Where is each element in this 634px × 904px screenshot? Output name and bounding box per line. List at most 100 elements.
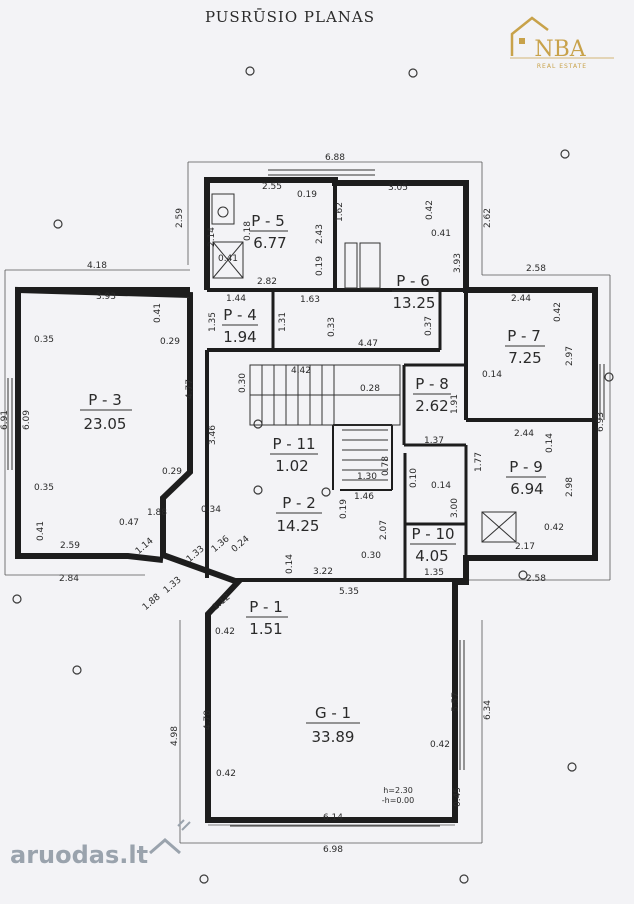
room-area: 14.25 bbox=[277, 517, 320, 535]
dim-label: 0.34 bbox=[201, 505, 221, 515]
dim-label: 2.97 bbox=[565, 346, 575, 366]
room-id: P - 4 bbox=[223, 306, 257, 324]
room-id: G - 1 bbox=[315, 704, 351, 722]
dim-label: 1.88 bbox=[141, 592, 163, 613]
dim-label: 0.41 bbox=[36, 521, 46, 541]
signal-icon bbox=[177, 819, 191, 831]
house-icon bbox=[149, 838, 181, 855]
dim-label: 0.42 bbox=[215, 627, 235, 637]
room-id: P - 7 bbox=[507, 327, 541, 345]
dim-label: 0.42 bbox=[544, 523, 564, 533]
dim-label: 0.28 bbox=[360, 384, 380, 394]
dim-label: 0.19 bbox=[297, 190, 317, 200]
dim-label: 6.14 bbox=[323, 813, 343, 823]
room-id: P - 8 bbox=[415, 375, 449, 393]
dim-label: 0.41 bbox=[218, 254, 238, 264]
dim-label: 3.46 bbox=[208, 425, 218, 445]
dim-label: 0.42 bbox=[430, 740, 450, 750]
dim-label: 0.29 bbox=[162, 467, 182, 477]
dim-label: 2.43 bbox=[315, 224, 325, 244]
dim-label: 1.91 bbox=[450, 394, 460, 414]
dim-label: 0.41 bbox=[431, 229, 451, 239]
dim-label: 1.77 bbox=[474, 452, 484, 472]
dim-label: 3.00 bbox=[450, 498, 460, 518]
interior-walls bbox=[205, 180, 595, 582]
dim-label: 2.59 bbox=[175, 208, 185, 228]
room-id: P - 2 bbox=[282, 494, 316, 512]
dim-label: 2.44 bbox=[514, 429, 534, 439]
dim-label: 0.24 bbox=[230, 534, 252, 555]
dim-label: 1.14 bbox=[134, 536, 156, 557]
dim-label: 0.30 bbox=[238, 373, 248, 393]
room-area: 4.05 bbox=[415, 547, 448, 565]
room-area: 7.25 bbox=[508, 349, 541, 367]
dim-label: 4.47 bbox=[358, 339, 378, 349]
dim-label: 6.93 bbox=[596, 412, 606, 432]
survey-markers bbox=[12, 66, 614, 884]
dim-label: 0.33 bbox=[327, 317, 337, 337]
windows bbox=[7, 169, 605, 827]
dim-label: 3.22 bbox=[313, 567, 333, 577]
exterior-walls bbox=[15, 177, 598, 823]
dim-label: 1.88 bbox=[147, 508, 167, 518]
dim-label: 0.14 bbox=[482, 370, 502, 380]
dim-label: 2.44 bbox=[511, 294, 531, 304]
room-area: 6.94 bbox=[510, 480, 543, 498]
dim-label: 1.46 bbox=[354, 492, 374, 502]
dim-label: 2.98 bbox=[565, 477, 575, 497]
dim-label: 4.78 bbox=[203, 710, 213, 730]
dim-label: 0.42 bbox=[553, 302, 563, 322]
room-area: 13.25 bbox=[393, 294, 436, 312]
dim-label: 2.07 bbox=[379, 520, 389, 540]
room-id: P - 1 bbox=[249, 598, 283, 616]
dim-label: 1.31 bbox=[278, 312, 288, 332]
nba-logo: NBA REAL ESTATE bbox=[510, 16, 614, 70]
dim-label: 6.09 bbox=[22, 410, 32, 430]
dim-label: 0.29 bbox=[160, 337, 180, 347]
dim-label: 2.82 bbox=[257, 277, 277, 287]
plan-title: PUSRŪSIO PLANAS bbox=[205, 8, 375, 26]
dim-label: 2.55 bbox=[262, 182, 282, 192]
room-id: P - 5 bbox=[251, 212, 285, 230]
dim-label: 4.18 bbox=[87, 261, 107, 271]
aruodas-watermark: aruodas.lt bbox=[10, 819, 191, 869]
room-id: P - 9 bbox=[509, 458, 543, 476]
dim-label: 0.41 bbox=[153, 303, 163, 323]
room-id: P - 11 bbox=[272, 435, 315, 453]
logo-subtitle: REAL ESTATE bbox=[537, 63, 587, 70]
dim-label: 0.30 bbox=[361, 551, 381, 561]
dim-label: 6.98 bbox=[323, 845, 343, 855]
dim-label: 1.44 bbox=[226, 294, 246, 304]
house-roof-icon bbox=[510, 16, 549, 56]
room-area: 23.05 bbox=[84, 415, 127, 433]
room-area: 2.62 bbox=[415, 397, 448, 415]
dim-label: 5.35 bbox=[339, 587, 359, 597]
dim-label: 0.47 bbox=[119, 518, 139, 528]
dim-label: 2.84 bbox=[59, 574, 79, 584]
dim-label: 1.37 bbox=[424, 436, 444, 446]
dim-label: 3.93 bbox=[96, 292, 116, 302]
dim-label: 4.77 bbox=[185, 379, 195, 399]
dim-label: 3.05 bbox=[388, 183, 408, 193]
room-id: P - 6 bbox=[396, 272, 430, 290]
dim-label: 1.35 bbox=[208, 312, 218, 332]
height-note-zero: -h=0.00 bbox=[382, 796, 414, 805]
dim-label: 4.42 bbox=[291, 366, 311, 376]
dim-label: 6.34 bbox=[483, 700, 493, 720]
room-id: P - 10 bbox=[411, 525, 454, 543]
dim-label: 1.63 bbox=[300, 295, 320, 305]
dim-label: 0.45 bbox=[453, 787, 463, 807]
dim-label: 0.10 bbox=[409, 468, 419, 488]
dim-label: 3.93 bbox=[453, 253, 463, 273]
dimension-lines bbox=[4, 161, 611, 844]
dim-label: 0.42 bbox=[425, 200, 435, 220]
room-area: 33.89 bbox=[312, 728, 355, 746]
room-area: 6.77 bbox=[253, 234, 286, 252]
dim-label: 0.19 bbox=[339, 499, 349, 519]
dim-label: 0.14 bbox=[545, 433, 555, 453]
dim-label: 6.88 bbox=[325, 153, 345, 163]
dim-label: 2.17 bbox=[515, 542, 535, 552]
height-note: h=2.30 -h=0.00 bbox=[382, 786, 414, 805]
room-area: 1.51 bbox=[249, 620, 282, 638]
